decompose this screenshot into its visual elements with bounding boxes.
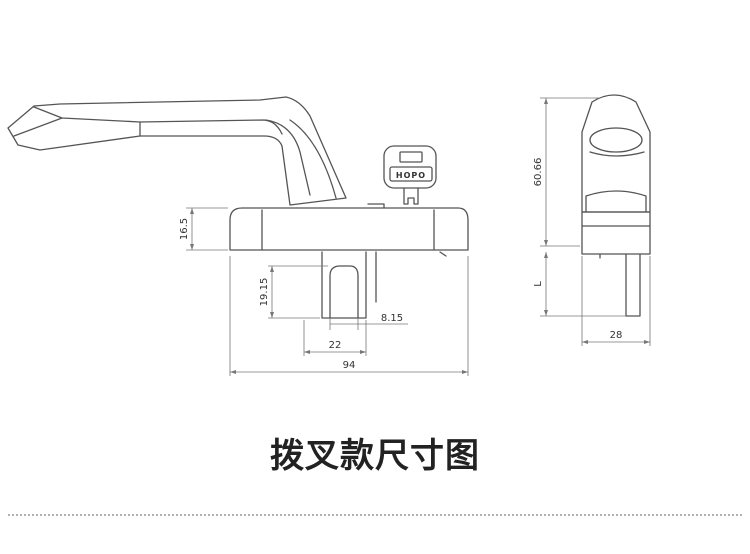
dim-side-width: 28 xyxy=(610,330,623,341)
key-icon xyxy=(383,145,437,205)
dim-total-length: 94 xyxy=(343,360,356,371)
side-view-handle xyxy=(581,94,651,317)
handle-lever xyxy=(7,96,347,206)
dotted-divider xyxy=(8,514,742,516)
handle-base xyxy=(229,203,469,257)
dim-total-height: 60.66 xyxy=(533,158,544,187)
dim-spindle-length: L xyxy=(533,281,544,287)
dim-fork-width: 22 xyxy=(329,340,342,351)
dim-base-height: 16.5 xyxy=(179,218,190,240)
dim-slot-width: 8.15 xyxy=(381,313,403,324)
fork-spindle xyxy=(321,251,377,319)
key-brand-label: HOPO xyxy=(396,171,426,180)
page-title: 拨叉款尺寸图 xyxy=(270,436,480,476)
dim-fork-depth: 19.15 xyxy=(259,278,270,307)
